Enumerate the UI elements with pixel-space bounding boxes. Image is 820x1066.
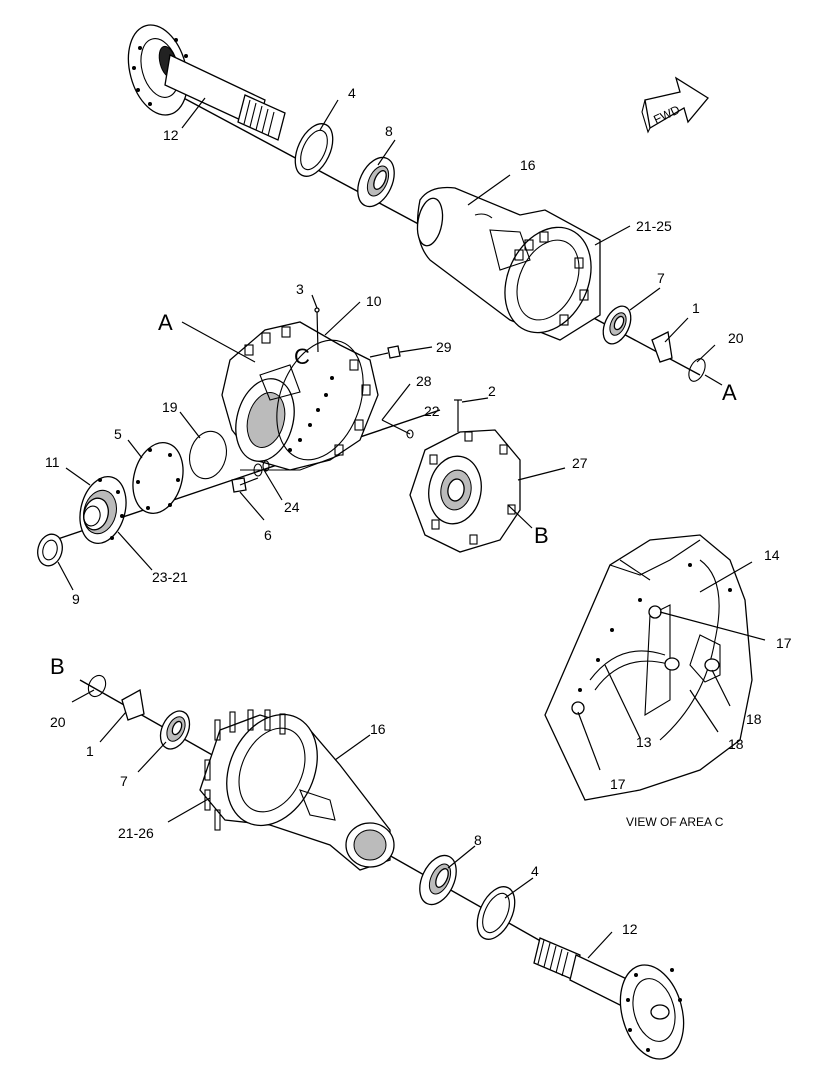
plug-2 [454, 399, 462, 432]
gasket-19 [188, 430, 228, 480]
axle-shaft-top [127, 24, 286, 141]
letter-c: C [294, 344, 310, 369]
callout-12-top: 12 [163, 127, 179, 143]
callout-8-bottom: 8 [474, 832, 482, 848]
ring-20-bottom [87, 674, 107, 698]
callout-14: 14 [764, 547, 780, 563]
bottom-axle-assembly [79, 674, 685, 1060]
callout-1-top: 1 [692, 300, 700, 316]
callout-4-top: 4 [348, 85, 356, 101]
plate-5 [132, 442, 184, 514]
callout-17-bottom: 17 [610, 776, 626, 792]
axle-shaft-bottom [533, 937, 685, 1060]
leader-lines [57, 97, 766, 959]
callout-labels: 12 4 8 16 21-25 7 1 20 A A C 3 10 29 28 … [45, 85, 792, 937]
carrier-cover [409, 429, 521, 553]
view-caption: VIEW OF AREA C [626, 815, 724, 829]
bolt-6 [231, 477, 259, 493]
callout-20-top: 20 [728, 330, 744, 346]
bearing-7-bottom [159, 710, 191, 750]
callout-13: 13 [636, 734, 652, 750]
letter-a-left: A [158, 310, 173, 335]
callout-17-right: 17 [776, 635, 792, 651]
callout-16-top: 16 [520, 157, 536, 173]
callout-2: 2 [488, 383, 496, 399]
seal-4-top [294, 123, 334, 177]
callout-20-bottom: 20 [50, 714, 66, 730]
bearing-7-top [602, 305, 632, 345]
callout-11: 11 [45, 454, 60, 470]
letter-b-right: B [534, 523, 549, 548]
callout-18-left: 18 [728, 736, 744, 752]
callout-23-21: 23-21 [152, 569, 188, 585]
callout-22: 22 [424, 403, 440, 419]
yoke-11 [79, 476, 127, 544]
callout-21-25: 21-25 [636, 218, 672, 234]
callout-27: 27 [572, 455, 588, 471]
callout-8-top: 8 [385, 123, 393, 139]
callout-7-top: 7 [657, 270, 665, 286]
callout-4-bottom: 4 [531, 863, 539, 879]
bolt-29 [369, 345, 401, 359]
callout-7-bottom: 7 [120, 773, 128, 789]
callout-28: 28 [416, 373, 432, 389]
callout-24: 24 [284, 499, 300, 515]
washer-24 [253, 460, 270, 477]
pin-28-22 [381, 419, 414, 439]
detail-view-area-c [544, 534, 753, 801]
callout-3: 3 [296, 281, 304, 297]
middle-assembly [37, 307, 521, 567]
washer-1-top [651, 331, 673, 363]
axle-housing-top [416, 186, 601, 341]
callout-5: 5 [114, 426, 122, 442]
callout-12-bottom: 12 [622, 921, 638, 937]
bearing-8-top [357, 156, 395, 208]
axle-housing-bottom [199, 709, 395, 871]
callout-6: 6 [264, 527, 272, 543]
callout-1-bottom: 1 [86, 743, 94, 759]
ring-20-top [688, 358, 706, 382]
top-axle-assembly [127, 24, 706, 382]
washer-1-bottom [121, 688, 145, 721]
forward-arrow-icon: FWD [641, 76, 709, 134]
bearing-8-bottom [419, 854, 457, 906]
callout-9: 9 [72, 591, 80, 607]
letter-b-left: B [50, 654, 65, 679]
seal-4-bottom [476, 886, 516, 940]
callout-19: 19 [162, 399, 178, 415]
callout-29: 29 [436, 339, 452, 355]
callout-21-26: 21-26 [118, 825, 154, 841]
callout-18-right: 18 [746, 711, 762, 727]
callout-10: 10 [366, 293, 382, 309]
letter-a-right: A [722, 380, 737, 405]
callout-16-bottom: 16 [370, 721, 386, 737]
differential-carrier [221, 321, 379, 471]
seal-9 [37, 533, 63, 567]
